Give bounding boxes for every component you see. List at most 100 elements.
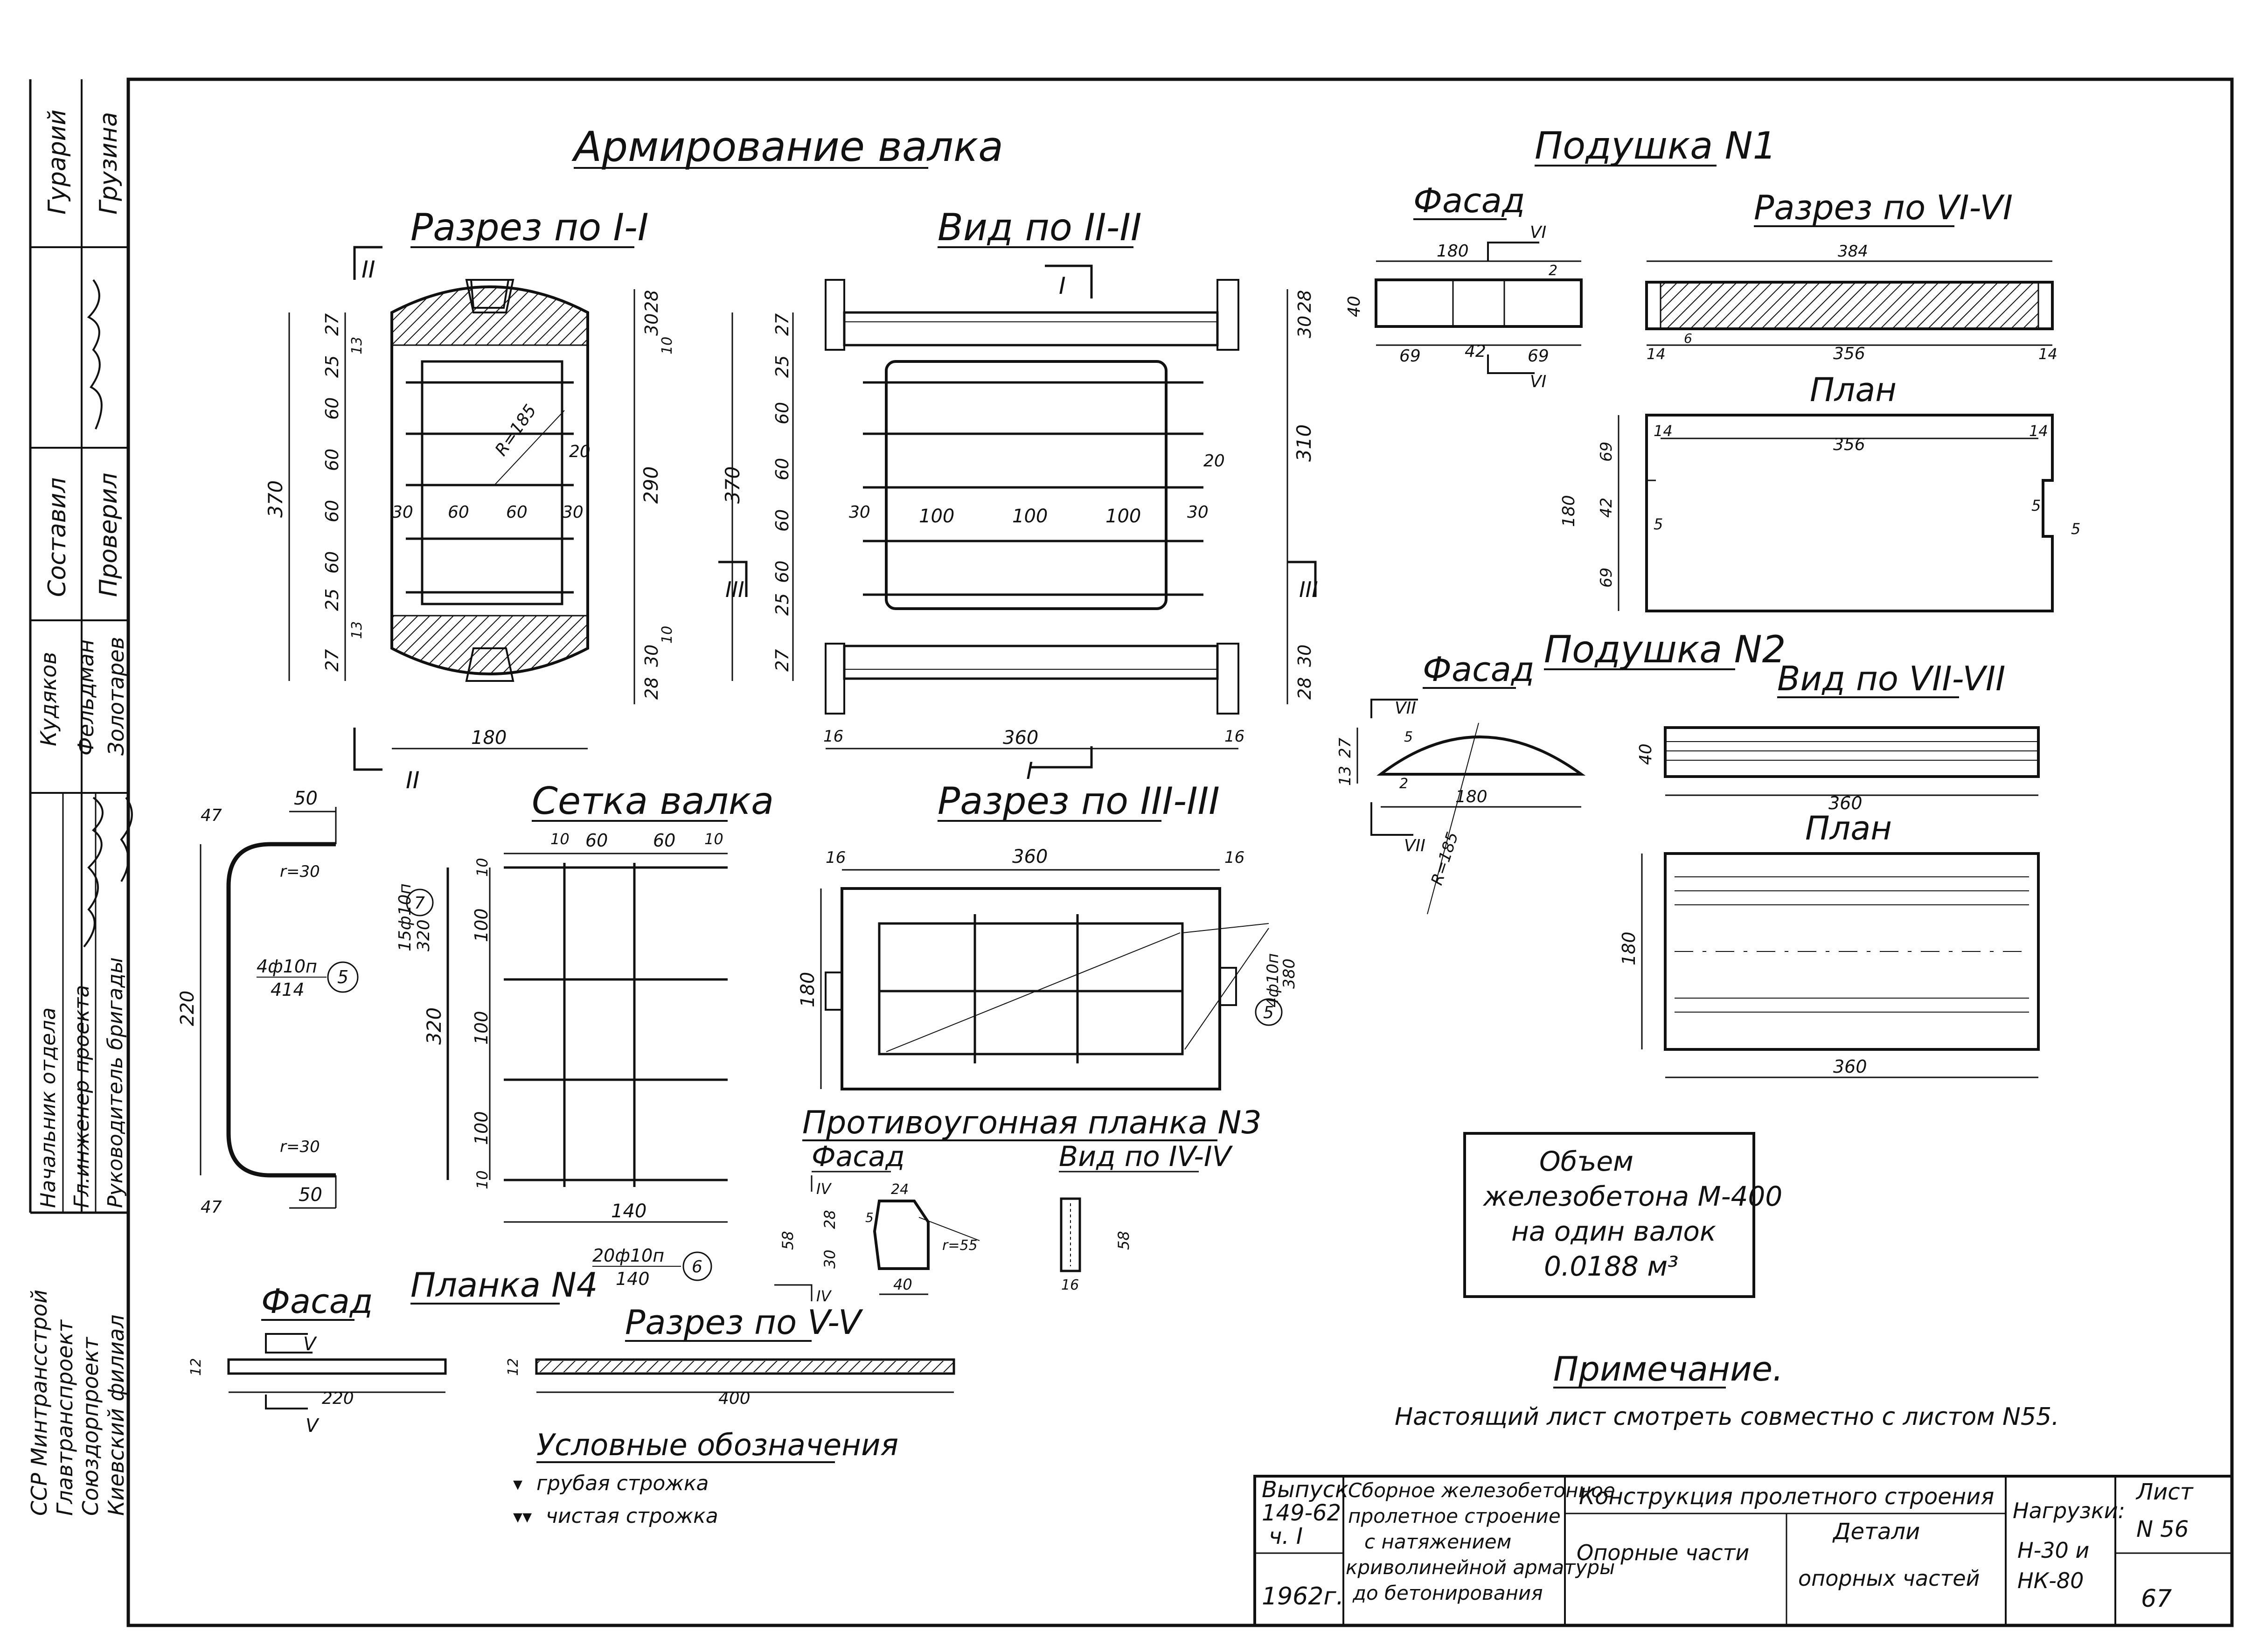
v2-i1: 100 — [919, 506, 954, 527]
pl4-220: 220 — [322, 1389, 354, 1408]
s1-r2: 10 — [659, 337, 675, 354]
mesh: 10 60 60 10 320 15ф10п 320 7 10 100 100 … — [396, 830, 728, 1289]
s3-t2: 16 — [1224, 848, 1244, 867]
side-role-1: Составил — [43, 477, 71, 597]
af-r: r=55 — [942, 1237, 978, 1254]
v2-i3: 100 — [1105, 506, 1141, 527]
s1-r5: 30 — [641, 645, 662, 667]
pad1-plan: 14 356 14 69 42 69 180 5 5 5 — [1559, 414, 2080, 612]
s3-num: 5 — [1263, 1003, 1274, 1022]
tb-sub2a: Детали — [1832, 1519, 1920, 1545]
p2v-360: 360 — [1828, 793, 1863, 813]
p2f-13: 13 — [1336, 766, 1355, 786]
s1-r1: 30 — [641, 313, 662, 336]
signature-1 — [87, 279, 103, 430]
af-marker-bottom: IV — [816, 1287, 832, 1305]
pad1-facade: 180 40 2 69 42 69 VI VI — [1345, 223, 1583, 391]
v2-r0: 28 — [1294, 290, 1315, 312]
pl4-12b: 12 — [505, 1358, 521, 1376]
tb-sheet-label: Лист — [2135, 1479, 2194, 1505]
pad2-view: 40 360 — [1636, 726, 2040, 813]
v2-l4: 60 — [772, 458, 792, 480]
title-plank4-facade: Фасад — [261, 1282, 373, 1321]
p2f-marker-top: VII — [1395, 699, 1416, 718]
bar-height: 220 — [177, 991, 198, 1026]
bar-47-bottom: 47 — [201, 1198, 222, 1217]
p1f-marker-top: VI — [1530, 223, 1546, 242]
volume-box: Объем железобетона М-400 на один валок 0… — [1463, 1132, 1782, 1298]
plank4-section: 12 400 — [505, 1358, 955, 1408]
s1-i3: 30 — [562, 503, 584, 522]
tb-sub2b: опорных частей — [1798, 1566, 1980, 1591]
s1-r4: 10 — [659, 626, 675, 644]
v2-b0: 16 — [823, 727, 843, 746]
title-pad2-facade: Фасад — [1423, 650, 1535, 689]
p1p-42: 42 — [1597, 498, 1616, 518]
tb-load1: Н-30 и — [2017, 1538, 2089, 1563]
s1-i2: 60 — [506, 503, 528, 522]
p1s-14b: 14 — [2038, 345, 2057, 363]
s3-t1: 360 — [1012, 846, 1048, 868]
p1p-5c: 5 — [2071, 520, 2080, 538]
s1-l5: 60 — [322, 500, 342, 522]
af-40: 40 — [893, 1276, 912, 1293]
s3-h: 180 — [797, 972, 819, 1007]
mesh-left-total: 320 — [423, 1007, 445, 1045]
title-pad2-plan: План — [1805, 809, 1892, 847]
title-view-2: Вид по II-II — [938, 206, 1142, 249]
s1-l7: 25 — [322, 589, 342, 611]
anti-facade: 24 5 58 28 30 40 r=55 IV IV — [774, 1175, 980, 1305]
org-1: ССР Минтрансстрой — [27, 1290, 52, 1516]
af-5: 5 — [865, 1210, 874, 1225]
volume-l4: 0.0188 м³ — [1544, 1250, 1678, 1282]
title-mesh: Сетка валка — [532, 779, 774, 823]
bar-spec: 4ф10п — [257, 956, 317, 977]
v2-l2: 25 — [772, 355, 792, 378]
pl4-marker-top: V — [303, 1333, 317, 1355]
legend-title: Условные обозначения — [536, 1428, 898, 1463]
af-30: 30 — [821, 1249, 839, 1269]
org-3: Союздорпроект — [78, 1337, 103, 1516]
p1f-69b: 69 — [1528, 347, 1549, 366]
p2f-27: 27 — [1336, 737, 1355, 758]
mesh-bottom: 140 — [611, 1201, 646, 1222]
tb-desc-1: Сборное железобетонное — [1348, 1479, 1615, 1502]
af-24: 24 — [891, 1181, 909, 1198]
title-pad2: Подушка N2 — [1544, 628, 1786, 671]
v2-l7: 25 — [772, 593, 792, 616]
p1s-w: 384 — [1838, 242, 1868, 261]
s3-len: 380 — [1280, 958, 1299, 989]
v2-marker-left: III — [725, 577, 744, 602]
side-stamp: Гурарий Грузина Составил Проверил Кудяко… — [27, 79, 133, 1516]
title-sec-1: Разрез по I-I — [410, 206, 649, 249]
p1f-h: 40 — [1345, 296, 1364, 317]
mesh-bar-num: 6 — [692, 1257, 702, 1277]
v2-i4: 30 — [1187, 503, 1209, 522]
v2-l3: 60 — [772, 402, 792, 424]
v2-r2: 310 — [1293, 424, 1315, 462]
mesh-t2: 60 — [653, 830, 675, 851]
tb-title: Конструкция пролетного строения — [1579, 1484, 1994, 1510]
tb-sheet-no: N 56 — [2136, 1516, 2189, 1542]
p1f-w: 180 — [1437, 242, 1469, 261]
side-staff-1: Кудяков — [36, 652, 61, 746]
p1p-69b: 69 — [1597, 568, 1616, 588]
s1-i4: 20 — [569, 442, 591, 461]
title-plank4: Планка N4 — [410, 1265, 598, 1305]
v2-marker-top: I — [1059, 272, 1066, 299]
s1-r6: 28 — [641, 677, 662, 700]
p1f-69a: 69 — [1399, 347, 1421, 366]
org-4: Киевский филиал — [104, 1314, 129, 1516]
v2-r3: 30 — [1294, 645, 1315, 667]
p2f-2: 2 — [1399, 776, 1408, 792]
bar-bottom: 50 — [299, 1184, 322, 1206]
av-58: 58 — [1115, 1231, 1133, 1250]
pad1-section: 384 14 6 356 14 — [1645, 242, 2057, 363]
view-2-2: 370 27 25 60 60 60 60 25 27 28 30 310 30… — [718, 264, 1318, 784]
p1s-14a: 14 — [1647, 345, 1666, 363]
v2-i2: 100 — [1012, 506, 1048, 527]
p1s-356: 356 — [1833, 344, 1865, 363]
title-anti-facade: Фасад — [812, 1140, 905, 1173]
tb-year: 1962г. — [1262, 1583, 1344, 1610]
